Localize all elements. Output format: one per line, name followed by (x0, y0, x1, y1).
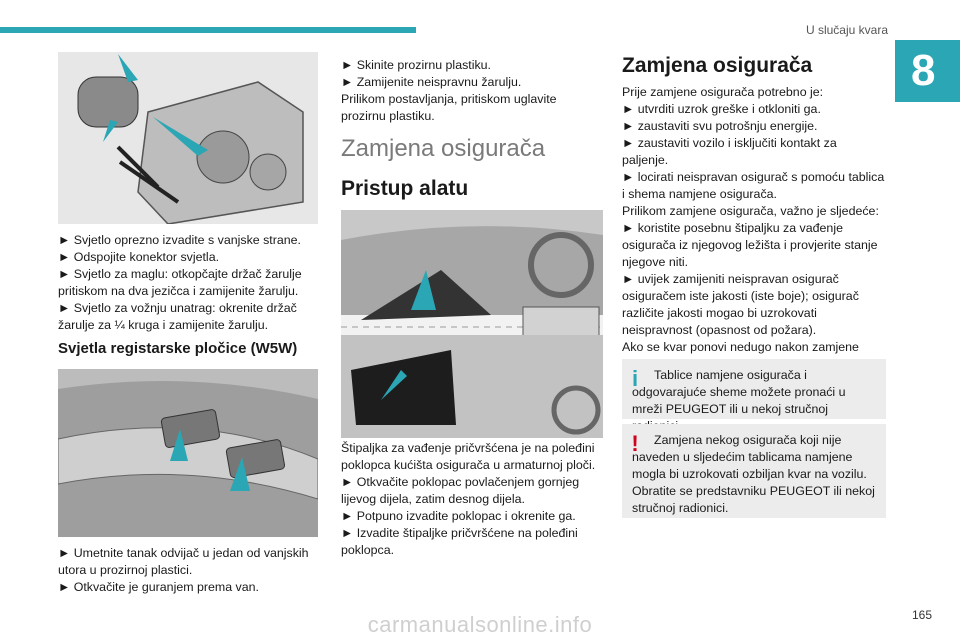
paragraph: Štipaljka za vađenje pričvršćena je na p… (341, 441, 596, 472)
section-title-block: Zamjena osigurača (341, 135, 601, 162)
paragraph: ► locirati neispravan osigurač s pomoću … (622, 170, 885, 201)
column-3-title-block: Zamjena osigurača (622, 54, 886, 77)
warning-text: Zamjena nekog osigurača koji nije navede… (632, 433, 875, 515)
paragraph: ► Svjetlo za maglu: otkopčajte držač žar… (58, 267, 302, 298)
paragraph: ► Skinite prozirnu plastiku. (341, 58, 492, 72)
paragraph: ► Otkvačite je guranjem prema van. (58, 580, 259, 594)
paragraph: Prilikom postavljanja, pritiskom uglavit… (341, 92, 557, 123)
paragraph: ► uvijek zamijeniti neispravan osigurač … (622, 272, 859, 337)
column-2-top-lines: ► Skinite prozirnu plastiku. ► Zamijenit… (341, 57, 601, 125)
paragraph: ► Umetnite tanak odvijač u jedan od vanj… (58, 546, 309, 577)
paragraph: Prije zamjene osigurača potrebno je: (622, 85, 824, 99)
column-1-steps-bottom: ► Umetnite tanak odvijač u jedan od vanj… (58, 545, 326, 596)
paragraph: ► koristite posebnu štipaljku za vađenje… (622, 221, 878, 269)
paragraph: ► Izvadite štipaljke pričvršćene na pole… (341, 526, 578, 557)
watermark: carmanualsonline.info (367, 612, 593, 637)
chapter-number-tab: 8 (895, 40, 960, 102)
paragraph: Prilikom zamjene osigurača, važno je slj… (622, 204, 879, 218)
licence-plate-light-illustration (58, 369, 318, 537)
column-2-body: Štipaljka za vađenje pričvršćena je na p… (341, 440, 601, 559)
dashboard-fuse-cover-illustration (341, 210, 603, 438)
warning-box: ! Zamjena nekog osigurača koji nije nave… (622, 424, 886, 518)
page-number: 165 (911, 608, 932, 622)
paragraph: ► Odspojite konektor svjetla. (58, 250, 220, 264)
column-3-body: Prije zamjene osigurača potrebno je: ► u… (622, 84, 886, 390)
paragraph: ► Zamijenite neispravnu žarulju. (341, 75, 522, 89)
info-icon: i (631, 366, 639, 391)
paragraph: ► utvrditi uzrok greške i otkloniti ga. (622, 102, 821, 116)
chapter-header-title: U slučaju kvara (805, 23, 888, 37)
rear-lamp-illustration (58, 52, 318, 224)
paragraph: ► zaustaviti vozilo i isključiti kontakt… (622, 136, 837, 167)
subsection-title-tool-access: Pristup alatu (341, 177, 469, 200)
section-title-fuse-replacement-bold: Zamjena osigurača (622, 54, 813, 77)
subsection-title-block: Pristup alatu (341, 177, 601, 200)
column-1-steps-top: ► Svjetlo oprezno izvadite s vanjske str… (58, 232, 326, 334)
paragraph: ► Svjetlo za vožnju unatrag: okrenite dr… (58, 301, 297, 332)
info-box: i Tablice namjene osigurača i odgovaraju… (622, 359, 886, 433)
header-accent-bar (0, 27, 416, 33)
paragraph: ► Potpuno izvadite poklopac i okrenite g… (341, 509, 576, 523)
section-title-fuse-replacement: Zamjena osigurača (341, 135, 546, 162)
paragraph: ► Svjetlo oprezno izvadite s vanjske str… (58, 233, 301, 247)
section-heading-block: Svjetla registarske pločice (W5W) (58, 340, 326, 357)
warning-icon: ! (631, 431, 639, 456)
heading-licence-plate-lights: Svjetla registarske pločice (W5W) (58, 340, 298, 357)
paragraph: ► Otkvačite poklopac povlačenjem gornjeg… (341, 475, 580, 506)
paragraph: ► zaustaviti svu potrošnju energije. (622, 119, 818, 133)
